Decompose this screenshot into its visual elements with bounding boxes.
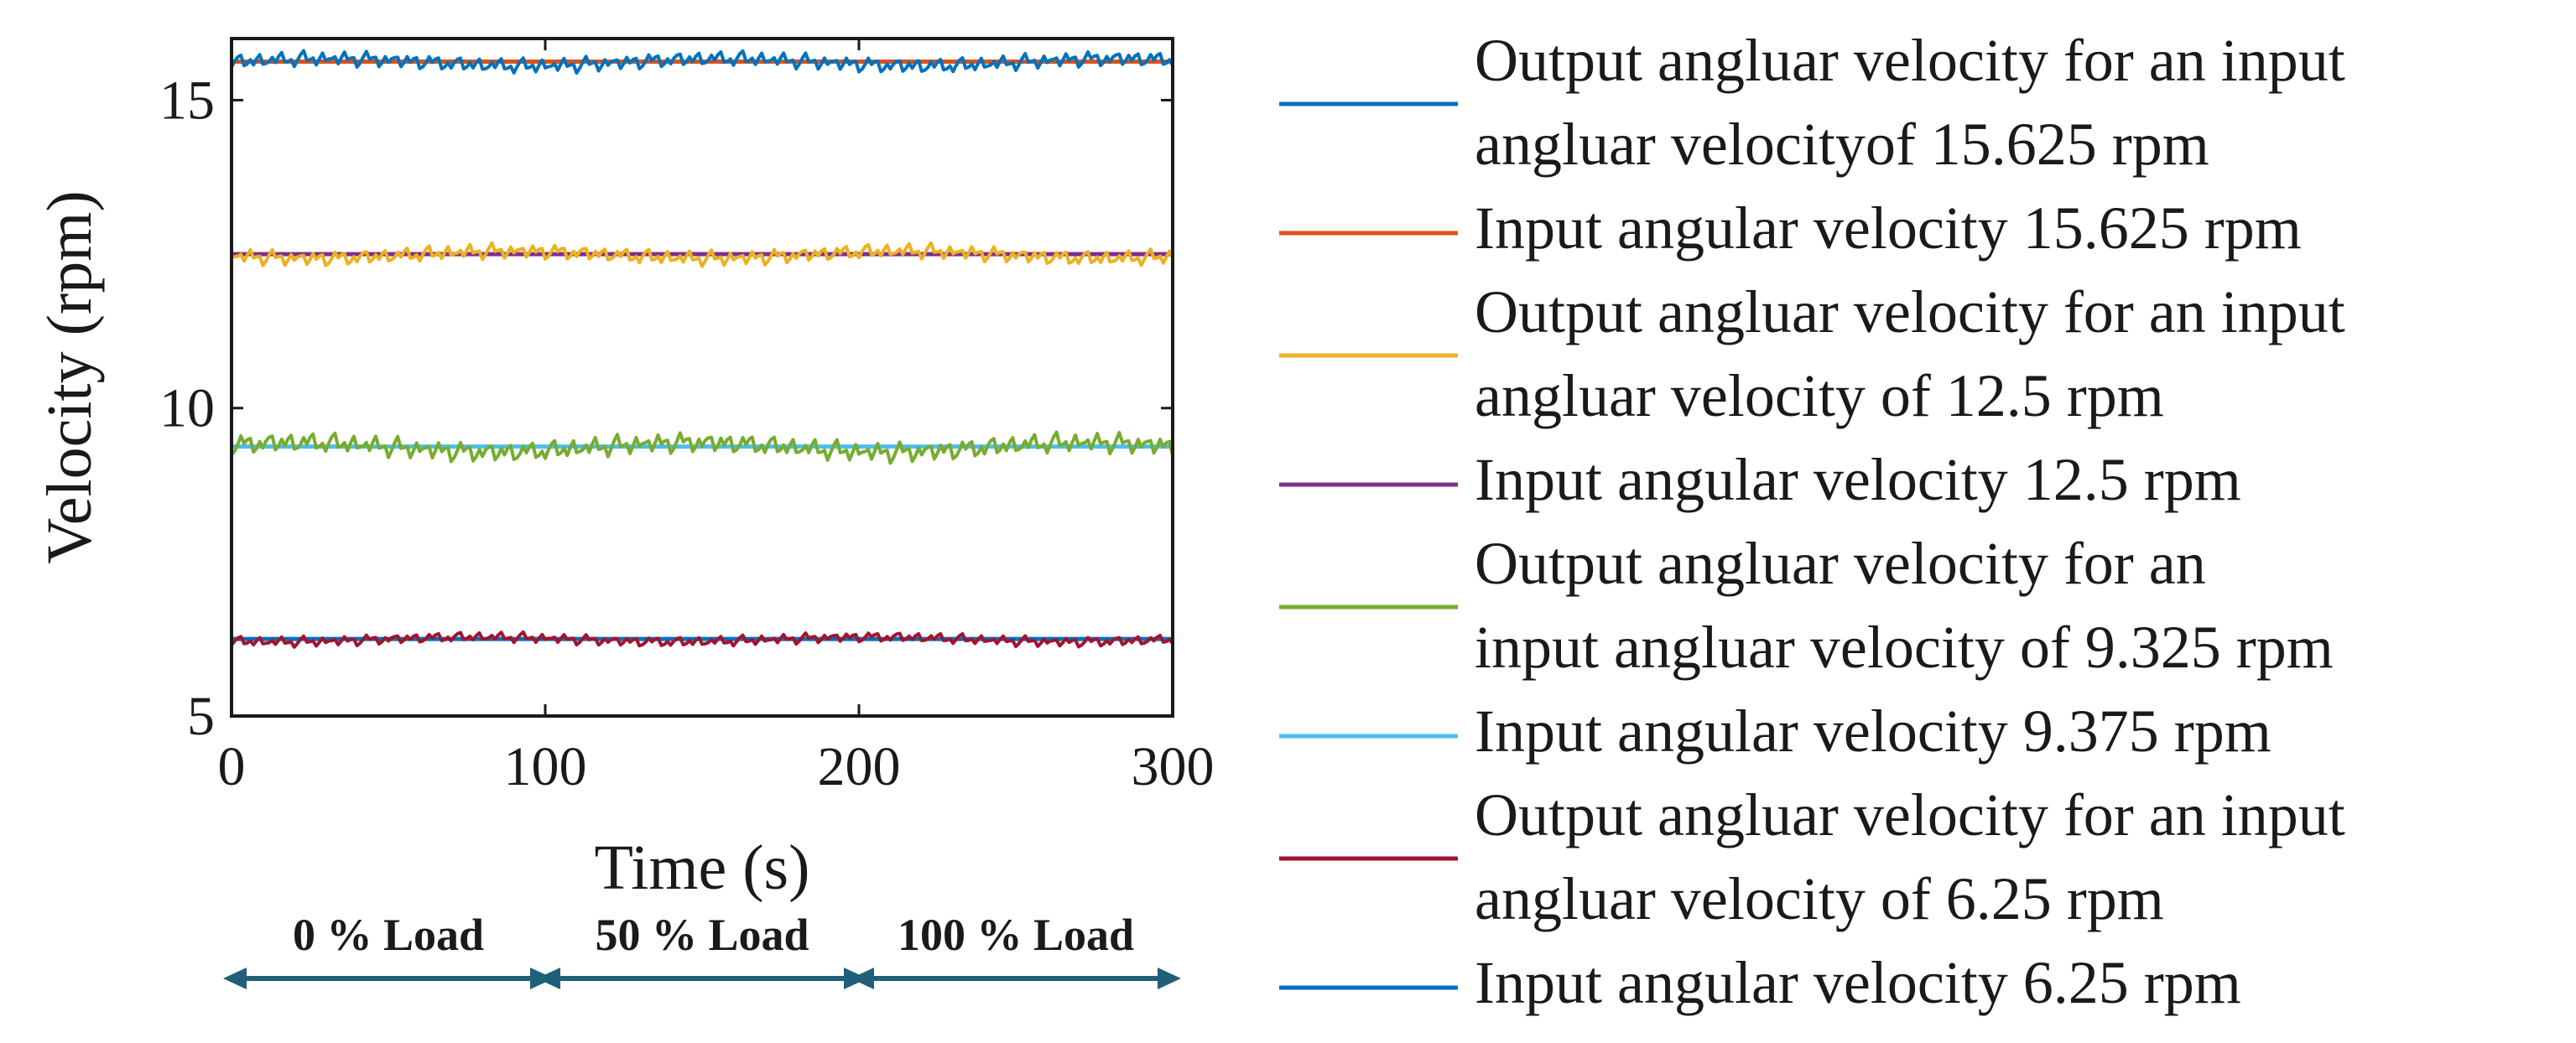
series-layer	[230, 49, 1174, 649]
legend-label-5: Output angluar velocity for an	[1475, 530, 2206, 597]
y-axis-ticks: 5 10 15	[159, 70, 1173, 747]
legend-label-1: Output angluar velocity for an input	[1475, 27, 2345, 94]
series-line-5	[230, 430, 1174, 465]
legend: Output angluar velocity for an input angl…	[1279, 27, 2345, 1016]
x-tick-label: 100	[504, 736, 587, 797]
legend-label-5: input angluar velocity of 9.325 rpm	[1475, 614, 2334, 681]
legend-label-3: angluar velocity of 12.5 rpm	[1475, 362, 2164, 429]
legend-label-6: Input angular velocity 9.375 rpm	[1475, 698, 2272, 765]
series-line-7	[230, 630, 1174, 649]
y-axis-title: Velocity (rpm)	[34, 190, 105, 563]
load-annotations: 0 % Load 50 % Load 100 % Load	[223, 910, 1181, 989]
legend-label-3: Output angluar velocity for an input	[1475, 278, 2345, 345]
x-axis-title: Time (s)	[595, 833, 810, 903]
load-arrow-head-left-3	[851, 968, 874, 989]
legend-label-1: angluar velocityof 15.625 rpm	[1475, 111, 2209, 178]
x-tick-label: 300	[1132, 736, 1215, 797]
legend-label-8: Input angular velocity 6.25 rpm	[1475, 949, 2241, 1016]
y-tick-label: 5	[187, 686, 215, 747]
y-tick-label: 10	[159, 378, 215, 439]
plot-area	[232, 39, 1173, 716]
plot-frame	[230, 37, 1174, 718]
x-tick-label: 0	[218, 736, 246, 797]
legend-label-7: angluar velocity of 6.25 rpm	[1475, 865, 2164, 932]
load-arrow-head-left-1	[223, 968, 247, 989]
load-label-2: 50 % Load	[595, 910, 809, 960]
x-tick-label: 200	[818, 736, 901, 797]
load-arrow-head-right-3	[1158, 968, 1181, 989]
legend-label-4: Input angular velocity 12.5 rpm	[1475, 446, 2241, 513]
legend-label-2: Input angular velocity 15.625 rpm	[1475, 195, 2302, 262]
load-label-3: 100 % Load	[898, 910, 1134, 960]
y-tick-label: 15	[159, 70, 215, 131]
load-label-1: 0 % Load	[293, 910, 484, 960]
series-line-3	[231, 241, 1174, 268]
load-arrow-head-left-2	[537, 968, 560, 989]
legend-label-7: Output angluar velocity for an input	[1475, 781, 2345, 848]
series-line-1	[230, 49, 1174, 75]
x-axis-ticks: 0 100 200 300	[218, 39, 1215, 797]
